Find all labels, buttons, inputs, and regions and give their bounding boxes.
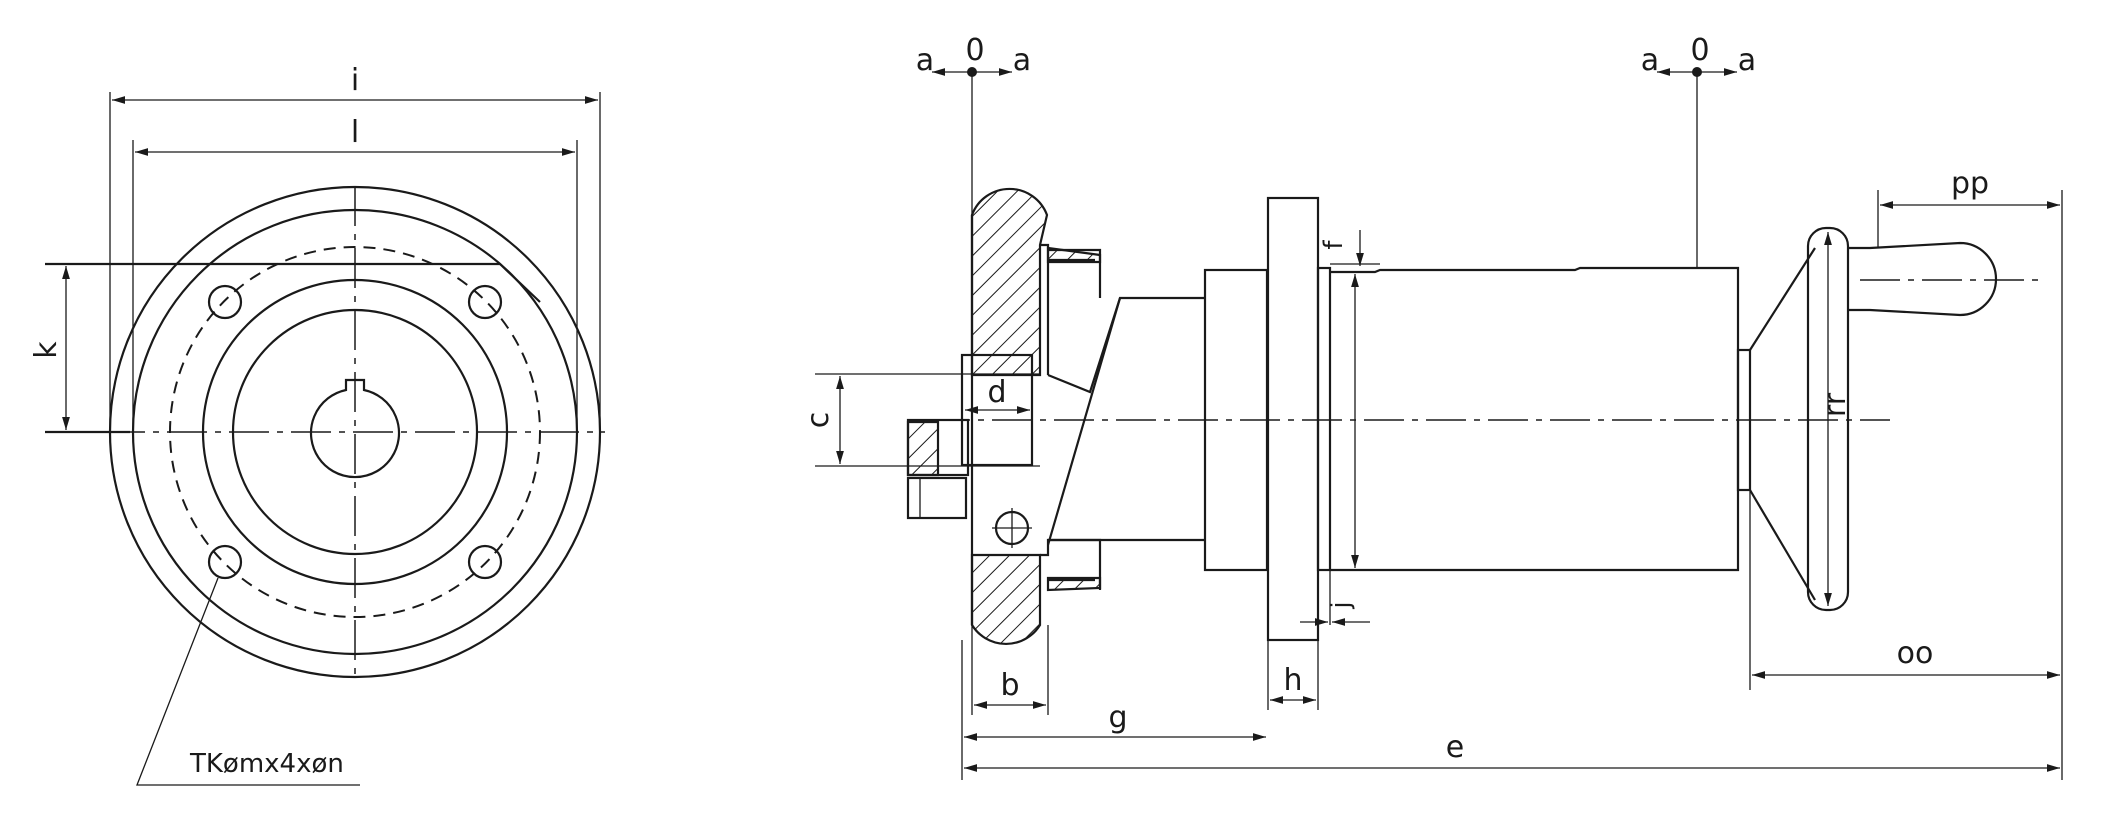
pilot-ring xyxy=(1316,266,1332,572)
cone-body xyxy=(1047,296,1205,394)
label-g: g xyxy=(1108,700,1127,735)
label-a-left-2: a xyxy=(1013,43,1031,78)
bore-step xyxy=(960,353,1034,467)
label-j: j xyxy=(1326,601,1356,609)
label-c: c xyxy=(801,412,836,429)
label-i: i xyxy=(351,63,359,98)
main-housing xyxy=(1330,266,1740,572)
label-oo: oo xyxy=(1897,636,1934,671)
crank-handle xyxy=(1848,241,1998,317)
label-zero-left: 0 xyxy=(965,33,984,68)
upper-collar-hatch xyxy=(1046,246,1102,264)
lower-collar-hatch xyxy=(1046,576,1102,592)
back-cone-upper xyxy=(1749,247,1816,351)
shaft-bore xyxy=(309,378,401,479)
label-a-right-2: a xyxy=(1738,43,1756,78)
label-l: l xyxy=(351,115,359,150)
handwheel-left-upper xyxy=(970,187,1049,377)
upper-collar xyxy=(1040,243,1102,375)
bolt-hole-bottom-right xyxy=(467,544,503,580)
mounting-flange xyxy=(1266,196,1320,642)
flange-top-flat xyxy=(45,262,541,303)
bolt-hole-top-left xyxy=(207,284,243,320)
label-rr: rr xyxy=(1818,392,1853,417)
label-a-left-1: a xyxy=(916,43,934,78)
shaft-end-hatch xyxy=(906,420,940,477)
label-d: d xyxy=(987,375,1006,410)
label-h: h xyxy=(1283,663,1302,698)
front-view: i l k TKømx4xøn xyxy=(29,63,605,786)
side-view: a 0 a a 0 a c d b h g e xyxy=(801,33,2063,780)
bolt-hole-leader xyxy=(136,577,360,786)
label-pp: pp xyxy=(1951,166,1989,201)
label-k: k xyxy=(29,341,64,359)
back-spigot xyxy=(1736,348,1752,492)
handwheel-right xyxy=(1806,226,1850,612)
back-cone-lower xyxy=(1749,489,1816,601)
label-b: b xyxy=(1000,668,1019,703)
label-zero-right: 0 xyxy=(1690,33,1709,68)
label-bolt-spec: TKømx4xøn xyxy=(189,749,344,779)
bolt-hole-top-right xyxy=(467,284,503,320)
cone-generatrix xyxy=(1046,297,1122,546)
label-e: e xyxy=(1446,730,1464,765)
label-f: f xyxy=(1319,240,1349,250)
label-a-right-1: a xyxy=(1641,43,1659,78)
handwheel-left-lower xyxy=(970,553,1042,646)
bolt-hole-bottom-left xyxy=(207,544,243,580)
set-screw xyxy=(906,476,968,520)
